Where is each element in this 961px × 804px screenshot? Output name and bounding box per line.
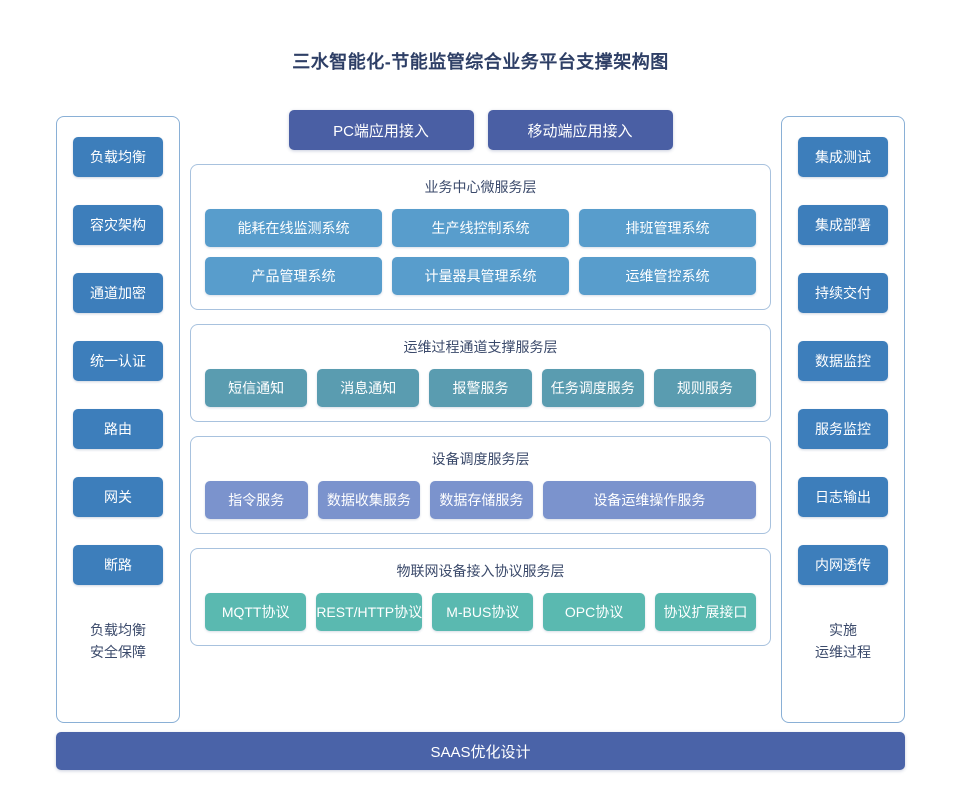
layer-ops-channel-support: 运维过程通道支撑服务层 短信通知 消息通知 报警服务 任务调度服务 规则服务 [190,324,771,422]
left-column-footer: 负载均衡 安全保障 [90,619,146,663]
chip-mbus-protocol[interactable]: M-BUS协议 [432,593,534,631]
chip-energy-monitoring[interactable]: 能耗在线监测系统 [205,209,382,247]
left-footer-line-2: 安全保障 [90,644,146,660]
page-title: 三水智能化-节能监管综合业务平台支撑架构图 [292,52,669,72]
chip-shift-management[interactable]: 排班管理系统 [579,209,756,247]
layer-device-scheduling: 设备调度服务层 指令服务 数据收集服务 数据存储服务 设备运维操作服务 [190,436,771,534]
chip-sms-notification[interactable]: 短信通知 [205,369,308,407]
left-footer-line-1: 负载均衡 [90,622,146,638]
layer-iot-protocol: 物联网设备接入协议服务层 MQTT协议 REST/HTTP协议 M-BUS协议 … [190,548,771,646]
chip-alarm-service[interactable]: 报警服务 [429,369,532,407]
chip-mqtt-protocol[interactable]: MQTT协议 [205,593,307,631]
layer-row: 产品管理系统 计量器具管理系统 运维管控系统 [205,257,756,295]
layer-row: MQTT协议 REST/HTTP协议 M-BUS协议 OPC协议 协议扩展接口 [205,593,757,631]
side-chip-integration-deploy[interactable]: 集成部署 [798,205,888,245]
left-support-column: 负载均衡 容灾架构 通道加密 统一认证 路由 网关 断路 负载均衡 安全保障 [56,116,180,723]
right-footer-line-1: 实施 [829,622,857,638]
chip-metering-devices[interactable]: 计量器具管理系统 [392,257,569,295]
chip-ops-control[interactable]: 运维管控系统 [579,257,756,295]
chip-rest-http-protocol[interactable]: REST/HTTP协议 [316,593,423,631]
mobile-access-button[interactable]: 移动端应用接入 [487,110,673,150]
saas-optimization-bar[interactable]: SAAS优化设计 [56,732,905,770]
chip-protocol-extension[interactable]: 协议扩展接口 [654,593,757,631]
center-stack: PC端应用接入 移动端应用接入 业务中心微服务层 能耗在线监测系统 生产线控制系… [190,110,771,727]
layer-title-protocol: 物联网设备接入协议服务层 [396,563,565,579]
chip-message-notification[interactable]: 消息通知 [317,369,420,407]
side-chip-integration-test[interactable]: 集成测试 [798,137,888,177]
chip-data-collection[interactable]: 数据收集服务 [317,481,421,519]
layer-row: 能耗在线监测系统 生产线控制系统 排班管理系统 [205,209,756,247]
chip-product-management[interactable]: 产品管理系统 [205,257,382,295]
side-chip-gateway[interactable]: 网关 [73,477,163,517]
side-chip-routing[interactable]: 路由 [73,409,163,449]
layer-title-business: 业务中心微服务层 [424,179,537,195]
side-chip-intranet-tunnel[interactable]: 内网透传 [798,545,888,585]
chip-device-ops-operation[interactable]: 设备运维操作服务 [542,481,757,519]
side-chip-unified-auth[interactable]: 统一认证 [73,341,163,381]
side-chip-log-output[interactable]: 日志输出 [798,477,888,517]
chip-production-line[interactable]: 生产线控制系统 [392,209,569,247]
side-chip-load-balance[interactable]: 负载均衡 [73,137,163,177]
architecture-diagram: 负载均衡 容灾架构 通道加密 统一认证 路由 网关 断路 负载均衡 安全保障 P… [56,110,905,770]
side-chip-channel-encryption[interactable]: 通道加密 [73,273,163,313]
access-buttons-row: PC端应用接入 移动端应用接入 [190,110,771,150]
chip-task-scheduling[interactable]: 任务调度服务 [541,369,644,407]
side-chip-circuit-breaker[interactable]: 断路 [73,545,163,585]
chip-data-storage[interactable]: 数据存储服务 [430,481,533,519]
layer-row: 短信通知 消息通知 报警服务 任务调度服务 规则服务 [205,369,757,407]
pc-access-button[interactable]: PC端应用接入 [288,110,474,150]
chip-command-service[interactable]: 指令服务 [205,481,308,519]
layer-title-ops: 运维过程通道支撑服务层 [403,339,558,355]
layer-row: 指令服务 数据收集服务 数据存储服务 设备运维操作服务 [205,481,757,519]
right-column-footer: 实施 运维过程 [815,619,871,663]
chip-opc-protocol[interactable]: OPC协议 [543,593,645,631]
layer-business-microservices: 业务中心微服务层 能耗在线监测系统 生产线控制系统 排班管理系统 产品管理系统 … [190,164,771,310]
side-chip-dr-architecture[interactable]: 容灾架构 [73,205,163,245]
side-chip-data-monitoring[interactable]: 数据监控 [798,341,888,381]
side-chip-service-monitoring[interactable]: 服务监控 [798,409,888,449]
side-chip-continuous-delivery[interactable]: 持续交付 [798,273,888,313]
layer-title-device: 设备调度服务层 [431,451,530,467]
right-support-column: 集成测试 集成部署 持续交付 数据监控 服务监控 日志输出 内网透传 实施 运维… [781,116,905,723]
chip-rule-service[interactable]: 规则服务 [653,369,757,407]
right-footer-line-2: 运维过程 [815,644,871,660]
